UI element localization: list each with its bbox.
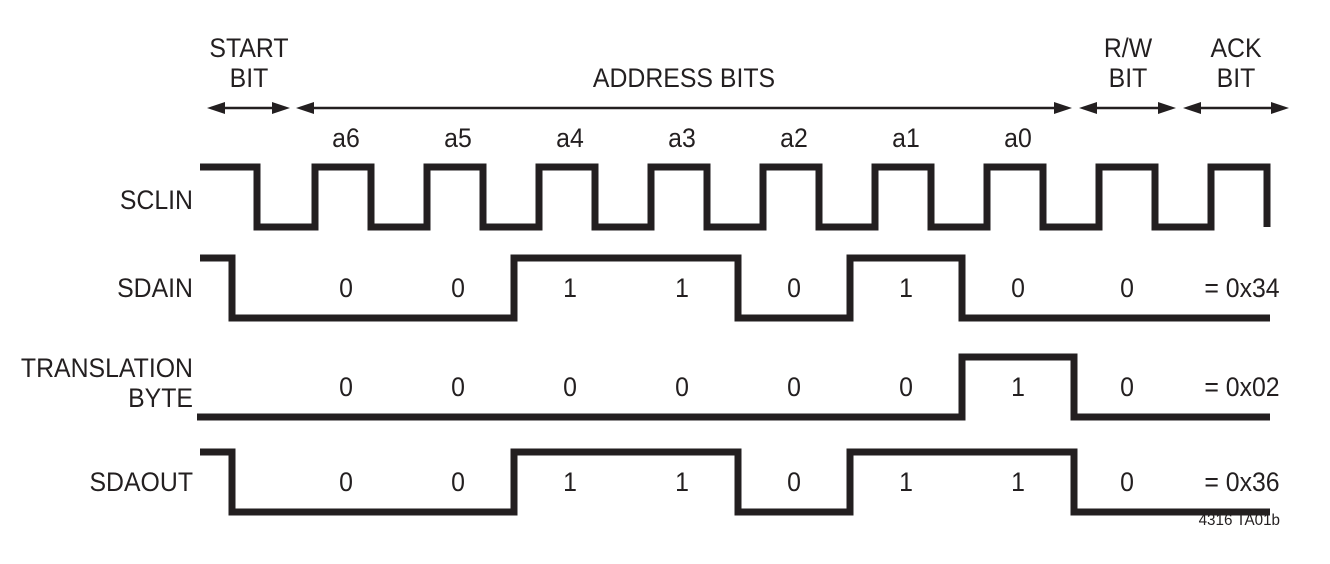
bit-label-a3: a3 (668, 123, 696, 153)
bit-value-sdain: 0 (1120, 273, 1134, 303)
byte-result-translation-byte: = 0x02 (1204, 372, 1280, 402)
arrowhead-left-start-bit (207, 102, 225, 114)
bit-value-translation-byte: 0 (339, 372, 353, 402)
signal-wave-sdain (200, 254, 1270, 322)
signal-label-sdaout: SDAOUT (89, 467, 193, 497)
arrowhead-right-rw-bit (1158, 102, 1176, 114)
header-label-ack-bit: ACK BIT (1136, 33, 1330, 93)
bit-value-translation-byte: 0 (563, 372, 577, 402)
bit-value-sdaout: 1 (899, 467, 913, 497)
bit-value-sdaout: 0 (787, 467, 801, 497)
header-label-rw-bit: R/W BIT (1028, 33, 1228, 93)
header-label-line: ADDRESS BITS (592, 63, 776, 93)
arrowhead-left-ack-bit (1183, 102, 1201, 114)
bit-value-sdaout: 0 (339, 467, 353, 497)
bit-label-a1: a1 (892, 123, 920, 153)
header-label-line: R/W (1103, 33, 1153, 63)
bit-value-sdain: 0 (787, 273, 801, 303)
bit-value-sdaout: 0 (451, 467, 465, 497)
header-label-address-bits: ADDRESS BITS (544, 63, 824, 93)
bit-value-translation-byte: 1 (1011, 372, 1025, 402)
signal-wave-translation-byte (197, 353, 1270, 421)
bit-label-a4: a4 (556, 123, 584, 153)
bit-value-translation-byte: 0 (787, 372, 801, 402)
bit-value-translation-byte: 0 (899, 372, 913, 402)
byte-result-sdain: = 0x34 (1204, 273, 1280, 303)
bit-label-a5: a5 (444, 123, 472, 153)
bit-value-sdain: 1 (675, 273, 689, 303)
bit-value-sdain: 0 (339, 273, 353, 303)
header-label-start-bit: START BIT (149, 33, 349, 93)
byte-result-sdaout: = 0x36 (1204, 467, 1280, 497)
signal-label-sclin: SCLIN (119, 185, 193, 215)
figure-id-text: 4316 TA01b (1198, 512, 1280, 529)
bit-value-translation-byte: 0 (1120, 372, 1134, 402)
header-label-line: BIT (1216, 63, 1256, 93)
signal-label-sdain: SDAIN (117, 273, 193, 303)
bit-label-a0: a0 (1004, 123, 1032, 153)
bit-value-sdain: 0 (451, 273, 465, 303)
arrowhead-left-address-bits (296, 102, 314, 114)
arrowhead-right-start-bit (272, 102, 290, 114)
signal-label-translation-byte: TRANSLATION BYTE (20, 353, 194, 413)
bit-value-sdaout: 1 (1011, 467, 1025, 497)
bit-value-sdaout: 1 (563, 467, 577, 497)
arrowhead-right-address-bits (1054, 102, 1072, 114)
bit-value-sdain: 1 (563, 273, 577, 303)
arrowhead-right-ack-bit (1271, 102, 1289, 114)
arrowhead-left-rw-bit (1079, 102, 1097, 114)
bit-value-sdaout: 0 (1120, 467, 1134, 497)
bit-label-a6: a6 (332, 123, 360, 153)
header-label-line: ACK (1210, 33, 1262, 63)
bit-value-translation-byte: 0 (451, 372, 465, 402)
bit-value-sdain: 0 (1011, 273, 1025, 303)
bit-value-sdaout: 1 (675, 467, 689, 497)
signal-wave-sdaout (200, 448, 1270, 516)
header-label-line: START (209, 33, 289, 63)
bit-label-a2: a2 (780, 123, 808, 153)
signal-wave-sclin (200, 163, 1271, 231)
header-label-line: BIT (1108, 63, 1148, 93)
header-label-line: BIT (229, 63, 269, 93)
bit-value-translation-byte: 0 (675, 372, 689, 402)
bit-value-sdain: 1 (899, 273, 913, 303)
